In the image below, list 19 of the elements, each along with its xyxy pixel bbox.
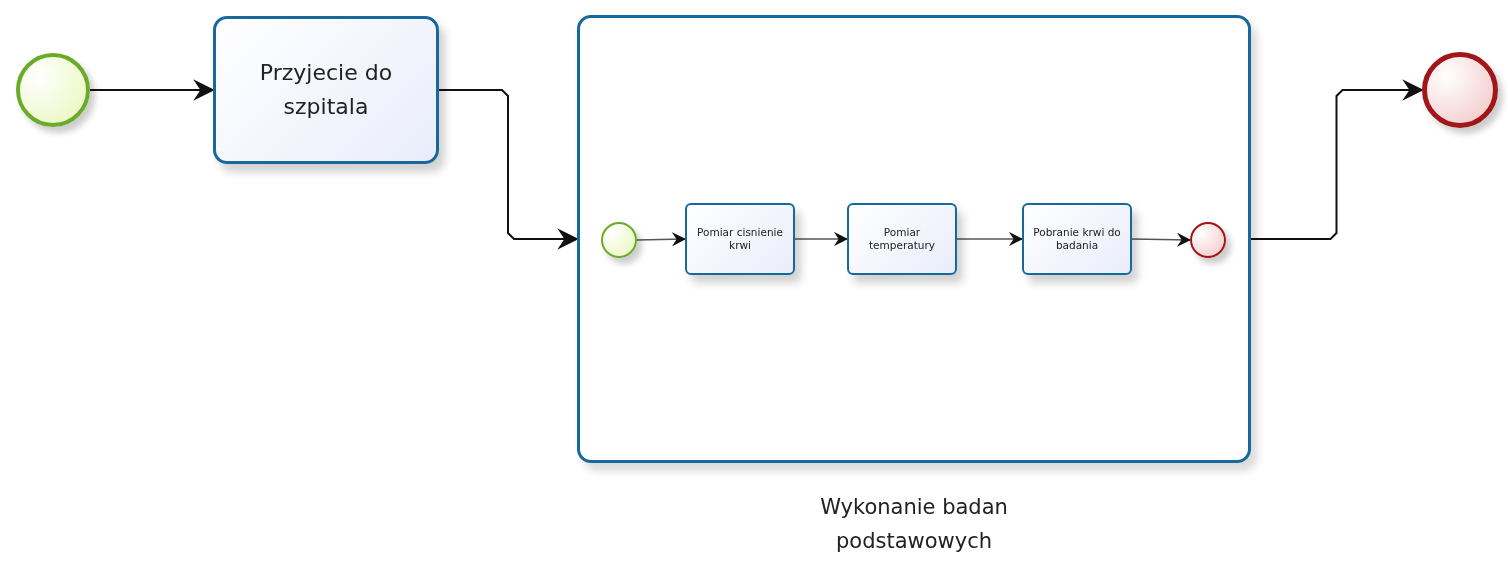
task-box (1022, 203, 1132, 275)
sequence-flow-arrow (956, 231, 1024, 247)
sequence-flow-arrow (438, 89, 579, 250)
sequence-flow-arrow (794, 231, 849, 247)
sequence-flow-arrow (89, 79, 215, 101)
task-label: Pomiar temperatury (868, 226, 936, 252)
task-label: Pobranie krwi do badania (1032, 226, 1122, 252)
task-label: Pomiar cisnienie krwi (696, 226, 784, 252)
sequence-flow-arrow (1250, 79, 1424, 240)
end-event-circle (1190, 222, 1226, 258)
start-event-circle (601, 222, 637, 258)
sequence-flow-arrow (1131, 232, 1192, 247)
task-box (213, 16, 439, 164)
task-box (685, 203, 795, 275)
task-box (847, 203, 957, 275)
subprocess-label: Wykonanie badan podstawowych (819, 494, 1009, 555)
start-event-circle (16, 53, 90, 127)
sequence-flow-arrow (636, 232, 687, 247)
task-label: Przyjecie do szpitala (258, 59, 394, 121)
